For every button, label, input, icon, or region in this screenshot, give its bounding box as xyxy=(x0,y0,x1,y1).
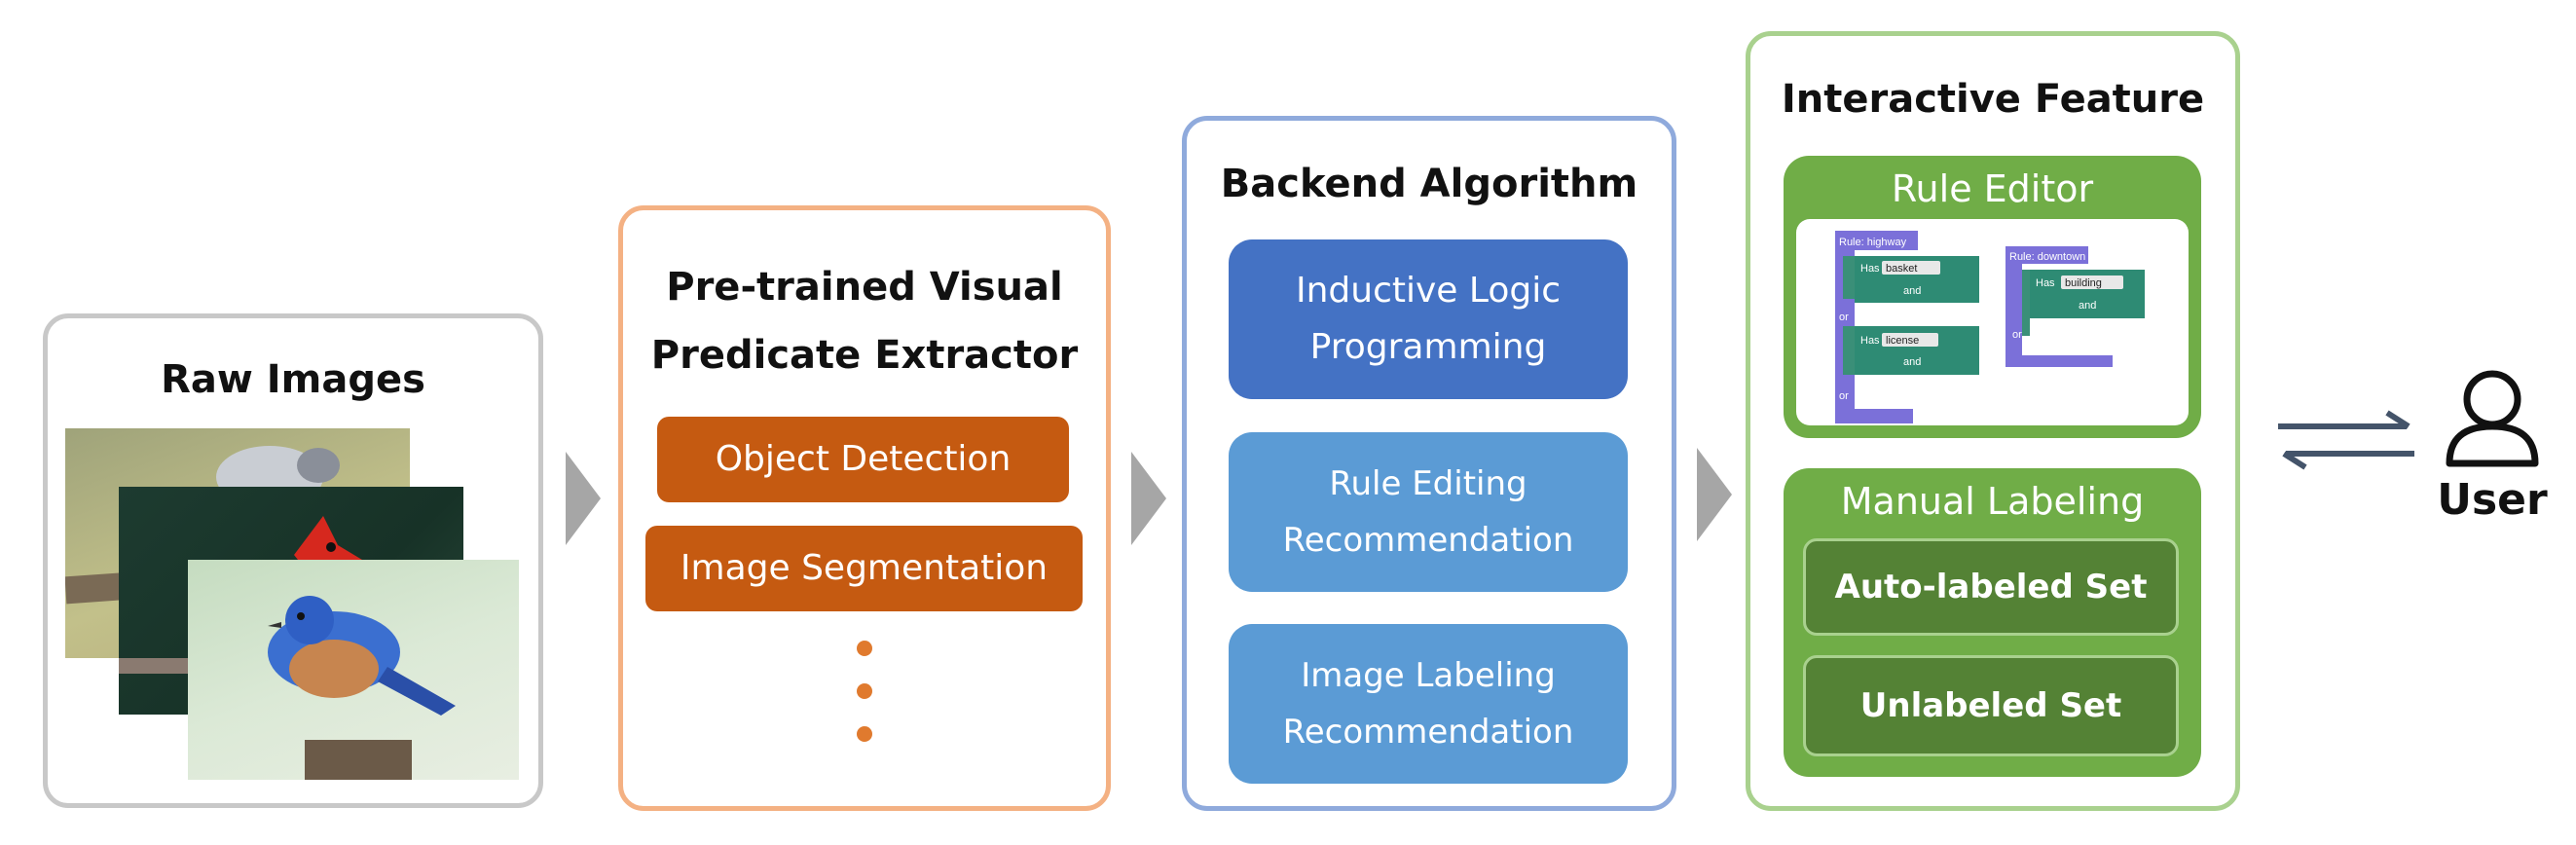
image-labeling-line1: Image Labeling xyxy=(1301,656,1556,695)
extractor-panel: Pre-trained Visual Predicate Extractor xyxy=(618,205,1111,811)
rule1-and-2: and xyxy=(1903,356,1921,368)
user-icon xyxy=(2446,370,2539,467)
flow-arrow-1 xyxy=(566,452,601,545)
image-labeling-rec-box: Image Labeling Recommendation xyxy=(1229,624,1628,784)
rule2-name: Rule: downtown xyxy=(2009,251,2085,263)
auto-labeled-set-button[interactable]: Auto-labeled Set xyxy=(1803,538,2179,636)
rule-editing-line1: Rule Editing xyxy=(1329,464,1527,503)
interactive-title: Interactive Feature xyxy=(1781,77,2205,122)
image-labeling-line2: Recommendation xyxy=(1282,713,1574,752)
ellipsis-dot xyxy=(857,726,872,742)
user-label: User xyxy=(2437,475,2548,525)
inductive-logic-line2: Programming xyxy=(1309,327,1547,367)
rule1-object-2: license xyxy=(1886,335,1919,347)
rule2-object-1: building xyxy=(2065,277,2102,289)
ellipsis-dot xyxy=(857,641,872,656)
rule1-name: Rule: highway xyxy=(1839,237,1907,248)
rule1-or-2: or xyxy=(1839,390,1849,402)
rule1-has-1: Has xyxy=(1860,263,1880,275)
extractor-title-line2: Predicate Extractor xyxy=(650,333,1079,378)
image-segmentation-box: Image Segmentation xyxy=(645,526,1083,611)
rule2-and-1: and xyxy=(2079,300,2096,312)
rule-editor-canvas[interactable]: Rule: highway Has basket and or Has lice… xyxy=(1796,219,2189,425)
rule2-has-1: Has xyxy=(2036,277,2055,289)
ellipsis-dot xyxy=(857,683,872,699)
inductive-logic-box: Inductive Logic Programming xyxy=(1229,239,1628,399)
object-detection-box: Object Detection xyxy=(657,417,1069,502)
rule-editing-rec-box: Rule Editing Recommendation xyxy=(1229,432,1628,592)
unlabeled-set-button[interactable]: Unlabeled Set xyxy=(1803,655,2179,756)
extractor-title-line1: Pre-trained Visual xyxy=(666,265,1063,310)
rule1-or-1: or xyxy=(1839,312,1849,323)
raw-images-title: Raw Images xyxy=(161,357,425,402)
rule1-object-1: basket xyxy=(1886,263,1917,275)
exchange-arrows-icon xyxy=(2278,410,2414,470)
manual-labeling-title: Manual Labeling xyxy=(1840,480,2145,523)
rule2-or-1: or xyxy=(2012,329,2022,341)
rule-editor-title: Rule Editor xyxy=(1891,167,2094,210)
bird-photo-bluebird xyxy=(188,560,519,780)
flow-arrow-2 xyxy=(1131,452,1166,545)
rule-editing-line2: Recommendation xyxy=(1282,521,1574,560)
flow-arrow-3 xyxy=(1697,448,1732,541)
backend-title: Backend Algorithm xyxy=(1220,162,1638,206)
rule1-has-2: Has xyxy=(1860,335,1880,347)
rule1-and-1: and xyxy=(1903,285,1921,297)
inductive-logic-line1: Inductive Logic xyxy=(1295,271,1561,311)
